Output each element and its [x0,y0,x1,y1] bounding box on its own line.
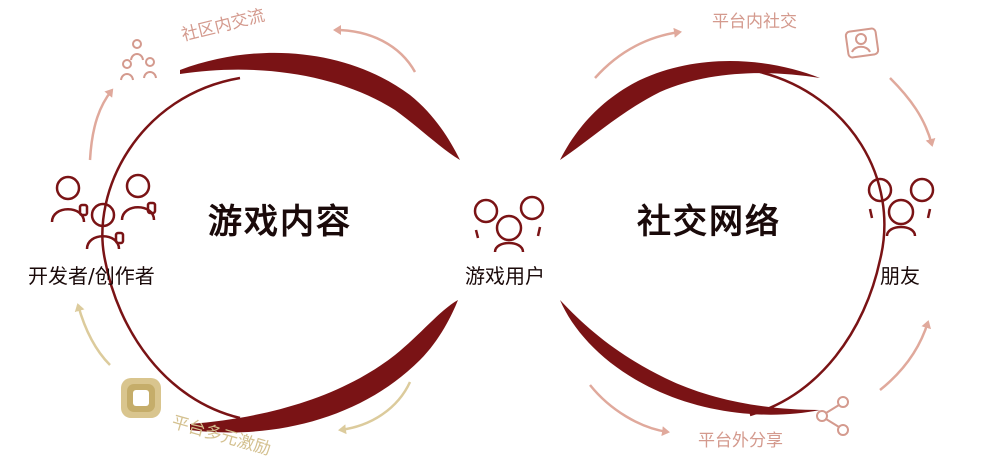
flow-arrow-left-upper [88,88,114,161]
flow-label-top-right: 平台内社交 [712,12,797,32]
flow-arrow-top-left [333,25,417,73]
center-title-left: 游戏内容 [208,202,352,242]
flow-arrow-bottom-right-b [879,320,932,391]
flow-arrow-bottom-left-a [338,381,412,435]
players-group-icon [473,195,545,253]
node-label-creators: 开发者/创作者 [28,264,155,288]
contact-card-icon [844,27,880,59]
node-label-friends: 朋友 [880,264,920,288]
flow-arrow-bottom-right-a [589,384,670,437]
share-icon [816,396,849,436]
flow-arrow-top-right-b [889,77,936,147]
flow-label-bottom-right: 平台外分享 [698,431,783,451]
node-label-players: 游戏用户 [465,264,545,288]
flow-arrow-bottom-left-b [74,303,111,366]
left-loop [101,52,460,433]
creators-group-icon [50,173,157,250]
coin-icon [121,378,161,418]
flow-arrow-top-right-a [594,27,682,79]
right-loop [560,60,886,417]
center-title-right: 社交网络 [637,202,781,242]
friends-group-icon [867,177,935,237]
community-people-icon [120,39,157,81]
